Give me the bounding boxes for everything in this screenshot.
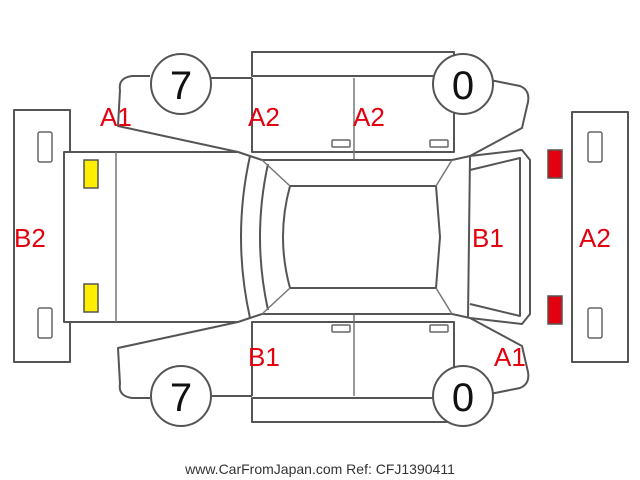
tire-front-right-value: 7 [170, 376, 192, 420]
code-front-left-fender: A1 [100, 102, 132, 132]
left-side-panel [117, 51, 530, 186]
code-rear-bumper: A2 [579, 223, 611, 253]
tire-rear-left-value: 0 [452, 64, 474, 108]
rear-bumper [571, 111, 629, 363]
car-body [63, 149, 531, 325]
code-roof: B1 [472, 223, 504, 253]
code-rear-left-door: A2 [353, 102, 385, 132]
reference-footer: www.CarFromJapan.com Ref: CFJ1390411 [184, 461, 455, 477]
tire-front-right: 7 [150, 365, 212, 427]
tire-rear-right: 0 [432, 365, 494, 427]
tire-front-left-value: 7 [170, 64, 192, 108]
front-right-lamp [83, 283, 99, 313]
rear-left-lamp [547, 149, 563, 179]
code-front-bumper: B2 [14, 223, 46, 253]
code-rear-right-fender: A1 [494, 342, 526, 372]
front-left-lamp [83, 159, 99, 189]
code-front-left-door: A2 [248, 102, 280, 132]
tire-rear-left: 0 [432, 53, 494, 115]
right-side-panel [117, 288, 530, 423]
tire-front-left: 7 [150, 53, 212, 115]
tire-rear-right-value: 0 [452, 376, 474, 420]
front-bumper [13, 109, 71, 363]
code-front-right-door: B1 [248, 342, 280, 372]
rear-right-lamp [547, 295, 563, 325]
